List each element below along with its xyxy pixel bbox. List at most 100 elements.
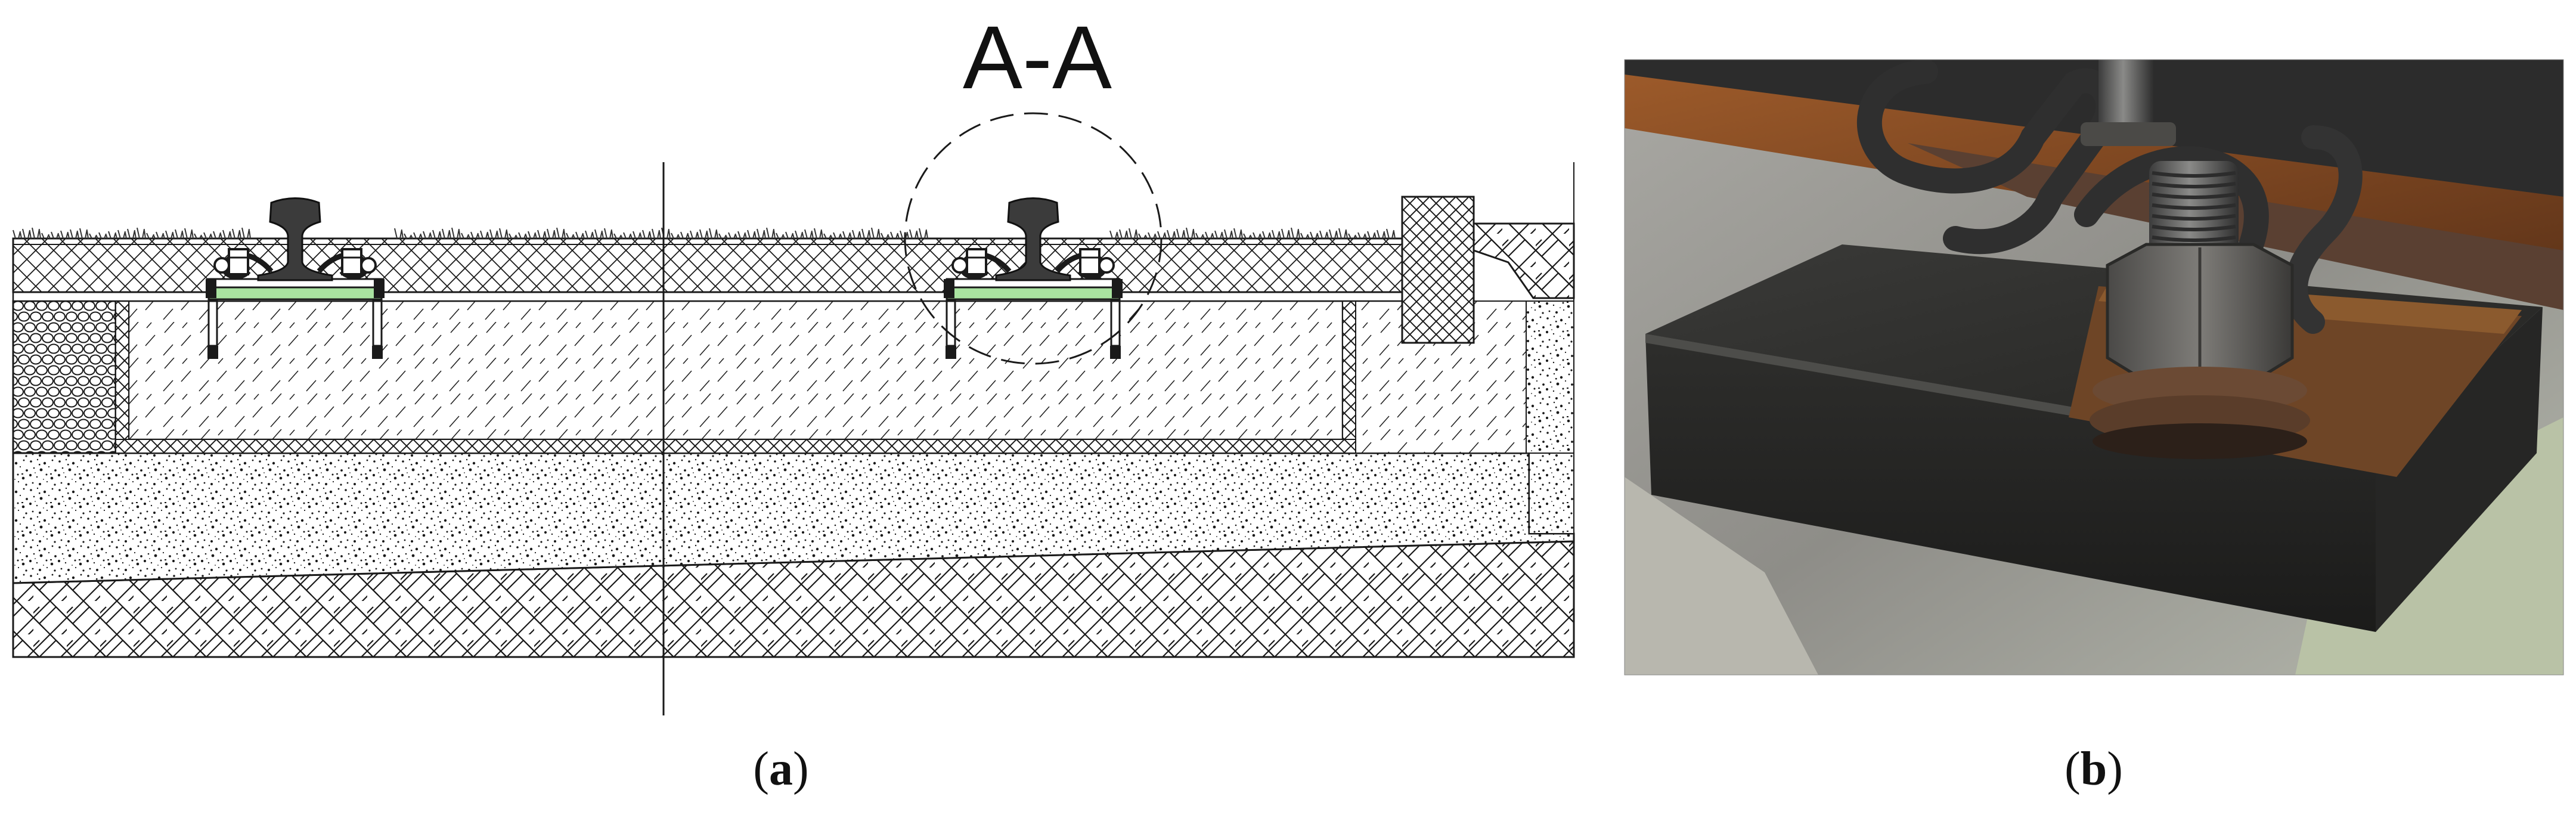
grass-tuft [766, 227, 776, 239]
grass-tuft [919, 228, 928, 239]
grass-tuft [203, 232, 213, 239]
grass-tuft [117, 230, 127, 239]
grass-tuft [1195, 233, 1205, 239]
grass-tuft [108, 231, 117, 239]
grass-tuft [909, 229, 919, 239]
anchor-bolt-end [1110, 346, 1121, 359]
grass-tuft [747, 230, 757, 239]
grass-tuft [1319, 230, 1329, 239]
grass-tuft [814, 228, 823, 239]
grass-tuft [757, 228, 766, 239]
grass-tuft [795, 230, 804, 239]
anchor-bolt [1110, 300, 1121, 347]
grass-tuft [22, 228, 32, 239]
grass-tuft [194, 233, 203, 239]
rubber-pad [946, 286, 1121, 300]
grass-tuft [547, 228, 556, 239]
grass-tuft [1310, 231, 1319, 239]
rail-fastening-icon [257, 197, 333, 281]
slab-inner [128, 300, 1344, 441]
drainage-stones [12, 300, 117, 454]
detail-circle [904, 112, 1163, 365]
grass-tuft [842, 231, 852, 239]
grass-tuft [423, 231, 432, 239]
grass-tuft [1357, 232, 1367, 239]
grass-tuft [594, 229, 604, 239]
anchor-bolt [372, 300, 383, 347]
clip-eye [360, 257, 377, 274]
grass-tuft [833, 232, 842, 239]
grass-tuft [442, 228, 451, 239]
grass-tuft [413, 232, 423, 239]
panel-b-photo: (b) [1624, 59, 2564, 795]
rubber-pad [207, 286, 383, 300]
baseplate-end-left [206, 279, 216, 298]
rail-clip-right-arc-icon [2284, 125, 2363, 334]
grass-tuft [32, 227, 41, 239]
grass-tuft [1291, 227, 1300, 239]
grass-tuft [51, 231, 60, 239]
grass-tuft [776, 233, 785, 239]
grass-tuft [652, 228, 661, 239]
grass-tuft [489, 229, 499, 239]
rubber-pad-right [2376, 307, 2543, 632]
grass-tuft [566, 233, 575, 239]
grass-tuft [1119, 229, 1129, 239]
panel-a-drawing: A-A (a) [12, 7, 1575, 795]
bolt-nut [228, 248, 249, 275]
grass-tuft [79, 228, 89, 239]
grass-tuft [1348, 233, 1357, 239]
grass-tuft [470, 231, 480, 239]
washer-shadow [2093, 423, 2307, 459]
grass-tuft [528, 231, 537, 239]
grass-tuft [1243, 233, 1253, 239]
anchor-bolt-end [946, 346, 956, 359]
grass-tuft [156, 231, 165, 239]
slab-frame-left [115, 300, 129, 440]
grass-tuft [1233, 228, 1243, 239]
grass-tuft [451, 227, 461, 239]
grass-tuft [633, 231, 642, 239]
grass-tuft [1186, 227, 1195, 239]
clip-eye [951, 257, 968, 274]
grass-tuft [613, 233, 623, 239]
thread-line [2152, 193, 2236, 199]
grass-tuft [184, 228, 194, 239]
grass-tuft [518, 232, 528, 239]
grass-tuft [671, 233, 680, 239]
grass-tuft [1157, 231, 1167, 239]
grass-tuft [1300, 233, 1310, 239]
clip-eye [1098, 257, 1115, 274]
grass-tuft [213, 231, 222, 239]
anchor-bolt-end [372, 346, 383, 359]
rail-fastening-left [206, 197, 385, 359]
grass-tuft [127, 228, 137, 239]
grass-tuft [1338, 228, 1348, 239]
grass-tuft [509, 233, 518, 239]
photo-frame [1624, 59, 2564, 675]
grass-tuft [1205, 231, 1214, 239]
anchor-bolt-end [207, 346, 218, 359]
caption-a: (a) [753, 743, 808, 795]
baseplate-end-right [374, 279, 385, 298]
grass-tuft [604, 228, 613, 239]
rail-fastening-right [944, 197, 1123, 359]
grass-tuft [175, 229, 184, 239]
grass-tuft [499, 228, 509, 239]
thread-line [2152, 203, 2236, 210]
grass-tuft [89, 233, 98, 239]
grass-tuft [709, 228, 718, 239]
grass-tuft [871, 227, 881, 239]
grass-tuft [1167, 230, 1176, 239]
grass-tuft [232, 228, 241, 239]
grass-tuft [1214, 230, 1224, 239]
grass-strip [13, 227, 1396, 239]
grass-tuft [432, 230, 442, 239]
rail-clip-left-icon [1856, 60, 2121, 255]
grass-tuft [861, 228, 871, 239]
grass-tuft [852, 230, 861, 239]
right-base-step [1529, 453, 1574, 534]
slab-frame-right [1342, 300, 1356, 440]
grass-tuft [222, 230, 232, 239]
